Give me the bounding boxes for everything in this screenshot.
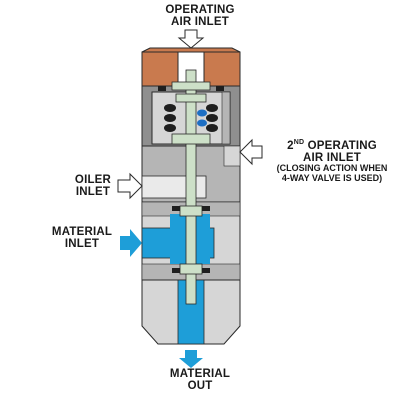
oiler-inlet-label: OILER INLET xyxy=(74,174,112,199)
spring xyxy=(164,104,218,132)
material-inlet-label: MATERIAL INLET xyxy=(51,226,113,251)
material-out-label: MATERIAL OUT xyxy=(169,368,231,393)
seals xyxy=(158,86,224,273)
second-operating-air-inlet-label: 2ND OPERATING AIR INLET (CLOSING ACTION … xyxy=(276,139,388,183)
right-arrow-blue-icon xyxy=(120,229,142,257)
stem xyxy=(171,69,211,305)
right-arrow-icon xyxy=(117,172,143,200)
operating-air-inlet-label: OPERATING AIR INLET xyxy=(165,4,235,29)
down-arrow-icon xyxy=(177,29,205,49)
down-arrow-blue-icon xyxy=(179,350,203,368)
left-arrow-icon xyxy=(239,138,263,166)
